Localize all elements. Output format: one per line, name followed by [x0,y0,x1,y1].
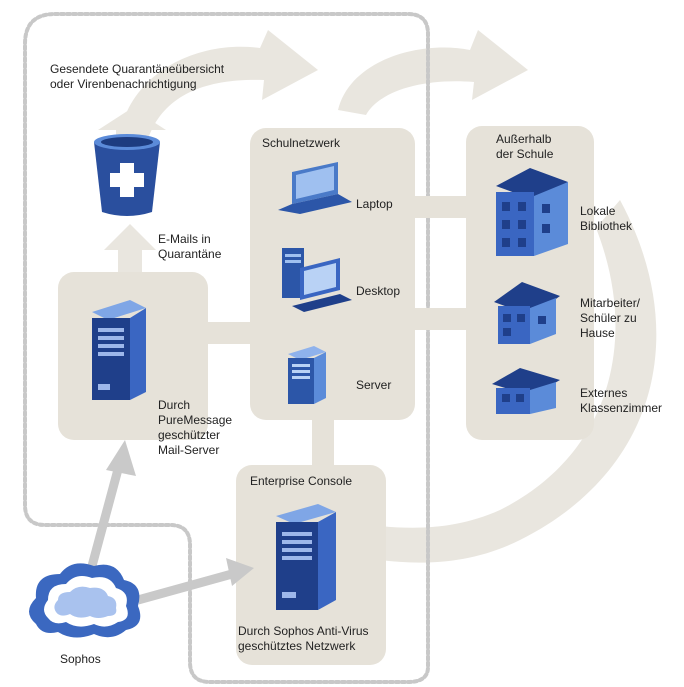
protected-network-label: Durch Sophos Anti-Virus geschütztes Netz… [238,624,369,653]
classroom-house-icon [492,368,560,414]
connector-laptop-outside [405,196,475,218]
laptop-icon [278,162,352,214]
right-loop-arrow [380,200,657,563]
sophos-cloud-icon [29,563,141,638]
quarantined-mail-label: E-Mails in Quarantäne [158,232,222,261]
network-boundary [23,12,430,684]
sophos-label: Sophos [60,652,101,666]
sophos-arrows [87,440,254,605]
server-icon [288,346,326,404]
server-label: Server [356,378,392,392]
enterprise-console-label: Enterprise Console [250,474,353,488]
staff-students-home-label: Mitarbeiter/ Schüler zu Hause [580,296,641,340]
home-house-icon [494,282,560,344]
flow-arrows [98,30,657,563]
local-library-label: Lokale Bibliothek [580,204,633,233]
quarantine-bin-icon [94,134,160,216]
quarantine-summary-label: Gesendete Quarantäneübersicht oder Viren… [50,62,225,91]
console-server-icon [276,504,336,610]
arrow-to-mail-server [87,460,125,568]
mail-server-icon [92,300,146,400]
arrow-to-console-head [226,558,254,586]
connector-server-console [312,410,334,475]
school-network-label: Schulnetzwerk [262,136,341,150]
connector-mail-network [200,322,260,344]
laptop-label: Laptop [356,197,393,211]
mail-server-label: Durch PureMessage geschützter Mail-Serve… [158,398,233,457]
arrow-to-mail-server-head [106,440,136,476]
external-classroom-label: Externes Klassenzimmer [580,386,663,415]
bin-arrow [98,108,166,150]
library-building-icon [496,168,568,256]
top-left-arc-arrow [118,30,318,145]
connector-desktop-outside [405,308,475,330]
outside-school-label: Außerhalb der Schule [496,132,554,161]
desktop-label: Desktop [356,284,401,298]
desktop-icon [282,248,352,312]
top-right-arc-arrow [338,30,528,115]
arrow-to-console [136,569,234,605]
mail-up-arrow [104,224,156,275]
